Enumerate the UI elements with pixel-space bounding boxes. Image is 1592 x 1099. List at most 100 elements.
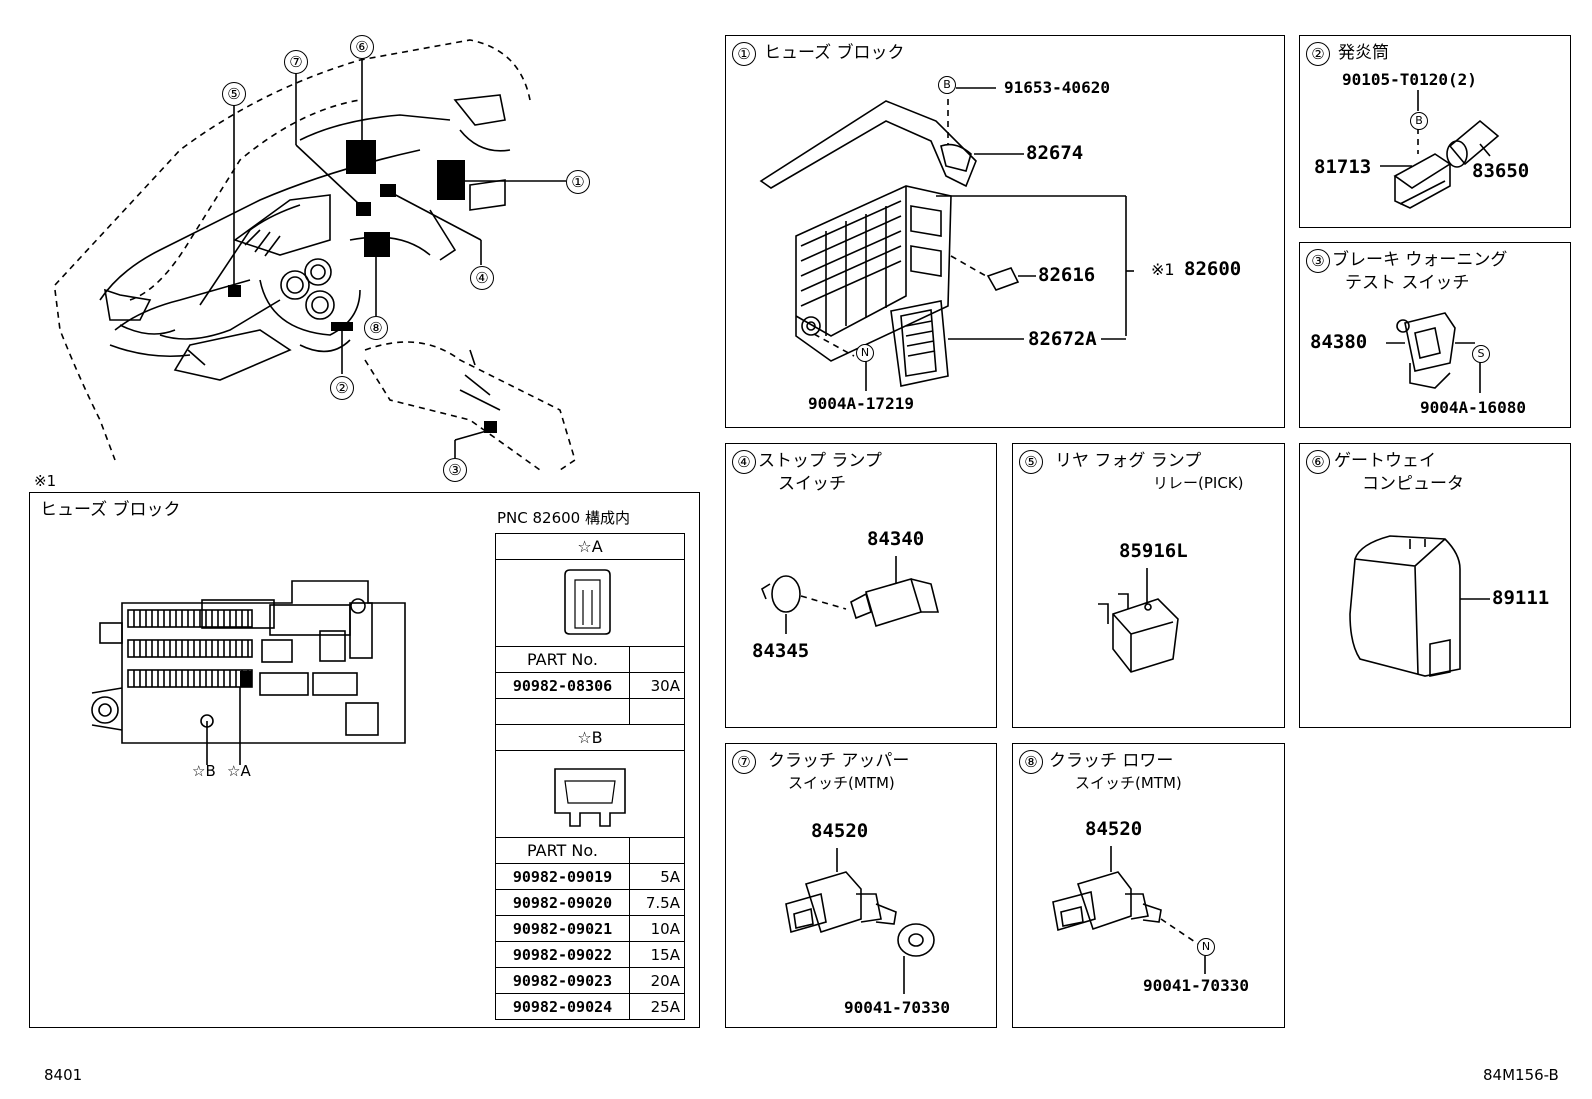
part-number: 90982-09021 [495, 915, 630, 942]
part-number: 90982-09020 [495, 889, 630, 916]
panel-4-title-line1: ストップ ランプ [758, 451, 882, 471]
part-84520: 84520 [811, 820, 869, 842]
panel-5-title-line1: リヤ フォグ ランプ [1055, 451, 1202, 471]
panel-5-title-line2: リレー(PICK) [1153, 474, 1244, 492]
part-number: 90982-09023 [495, 967, 630, 994]
part-90041-70330-upper: 90041-70330 [844, 998, 950, 1017]
rating [629, 698, 685, 725]
callout-5: ⑤ [222, 82, 246, 106]
part-83650: 83650 [1472, 160, 1530, 182]
panel-brake-warning-switch: ③ ブレーキ ウォーニング テスト スイッチ 84380 S 9004A-160… [1299, 242, 1571, 428]
part-9004A-17219: 9004A-17219 [808, 394, 914, 413]
fuse-a-icon [564, 569, 611, 635]
rating: 20A [629, 967, 685, 994]
panel-6-title-line1: ゲートウェイ [1334, 451, 1436, 471]
panel-6-title-line2: コンピュータ [1362, 474, 1464, 494]
dashboard-illustration [54, 39, 576, 471]
part-82672A: 82672A [1028, 328, 1097, 350]
panel-6-number: ⑥ [1306, 450, 1330, 474]
note-1: ※1 [1151, 260, 1175, 279]
rating: 7.5A [629, 889, 685, 916]
panel-3-title-line1: ブレーキ ウォーニング [1332, 250, 1508, 270]
part-number: 90982-09022 [495, 941, 630, 968]
callout-3: ③ [443, 458, 467, 482]
part-84340: 84340 [867, 528, 925, 550]
panel-flare: ② 発炎筒 90105-T0120(2) B 81713 83650 [1299, 35, 1571, 228]
part-number: 90982-08306 [495, 672, 630, 699]
callout-2: ② [330, 376, 354, 400]
clutch-upper-switch-illustration [785, 848, 935, 994]
gateway-computer-illustration [1349, 535, 1490, 677]
panel-2-number: ② [1306, 42, 1330, 66]
part-82616: 82616 [1038, 264, 1096, 286]
part-number: 90982-09019 [495, 863, 630, 890]
table-row [495, 698, 685, 725]
part-91653-40620: 91653-40620 [1004, 78, 1110, 97]
callout-1: ① [566, 170, 590, 194]
part-84345: 84345 [752, 640, 810, 662]
panel-7-title-line2: スイッチ(MTM) [788, 774, 895, 792]
panel-1-number: ① [732, 42, 756, 66]
stop-lamp-switch-illustration [761, 556, 940, 634]
panel-2-title: 発炎筒 [1338, 43, 1389, 63]
group-b-header: ☆B [495, 724, 685, 751]
group-a-part-header: PART No. [495, 646, 630, 673]
part-90041-70330-lower: 90041-70330 [1143, 976, 1249, 995]
callout-4: ④ [470, 266, 494, 290]
panel-8-title-line2: スイッチ(MTM) [1075, 774, 1182, 792]
panel-8-title-line1: クラッチ ロワー [1049, 751, 1174, 771]
rating: 10A [629, 915, 685, 942]
part-84380: 84380 [1310, 331, 1368, 353]
star-b-label: ☆B [192, 762, 216, 780]
panel-7-number: ⑦ [732, 750, 756, 774]
group-a-header: ☆A [495, 533, 685, 560]
screw-b-mark: B [1410, 112, 1428, 130]
part-9004A-16080: 9004A-16080 [1420, 398, 1526, 417]
dashboard-overview: ⑤ ⑦ ⑥ ① ④ ⑧ ② ③ ※1 [0, 0, 700, 490]
note-mark: ※1 [34, 472, 57, 490]
flare-illustration [1380, 90, 1500, 209]
fuse-block-detail-title: ヒューズ ブロック [40, 500, 181, 520]
page-code-left: 8401 [44, 1066, 83, 1084]
fuse-b-icon [554, 768, 626, 827]
group-b-part-header: PART No. [495, 837, 630, 864]
nut-n-mark: N [856, 344, 874, 362]
page-code-right: 84M156-B [1483, 1066, 1559, 1084]
brake-switch-illustration [1386, 312, 1481, 393]
rating: 15A [629, 941, 685, 968]
screw-s-mark: S [1472, 345, 1490, 363]
panel-7-title-line1: クラッチ アッパー [768, 751, 910, 771]
callout-6: ⑥ [350, 35, 374, 59]
clutch-lower-switch-illustration [1052, 846, 1206, 974]
callout-8: ⑧ [364, 316, 388, 340]
star-a-label: ☆A [227, 762, 251, 780]
nut-n-mark-lower: N [1197, 938, 1215, 956]
panel-stop-lamp-switch: ④ ストップ ランプ スイッチ 84340 84345 [725, 443, 997, 728]
callout-7: ⑦ [284, 50, 308, 74]
panel-3-title-line2: テスト スイッチ [1345, 273, 1470, 293]
panel-clutch-lower-switch: ⑧ クラッチ ロワー スイッチ(MTM) 84520 N 90041-70330 [1012, 743, 1285, 1028]
part-82674: 82674 [1026, 142, 1084, 164]
rating: 25A [629, 993, 685, 1020]
fuse-table-caption: PNC 82600 構成内 [497, 509, 630, 527]
part-81713: 81713 [1314, 156, 1372, 178]
panel-fuse-block: ① ヒューズ ブロック B 91653-40620 82674 82616 ※1… [725, 35, 1285, 428]
bolt-b-mark: B [938, 76, 956, 94]
panel-5-number: ⑤ [1019, 450, 1043, 474]
part-84520-lower: 84520 [1085, 818, 1143, 840]
part-89111: 89111 [1492, 587, 1550, 609]
part-85916L: 85916L [1119, 540, 1188, 562]
part-90105-T0120: 90105-T0120(2) [1342, 70, 1477, 89]
panel-8-number: ⑧ [1019, 750, 1043, 774]
fuse-b-picture [495, 750, 685, 838]
part-number [495, 698, 630, 725]
fuse-block-illustration [91, 580, 406, 765]
